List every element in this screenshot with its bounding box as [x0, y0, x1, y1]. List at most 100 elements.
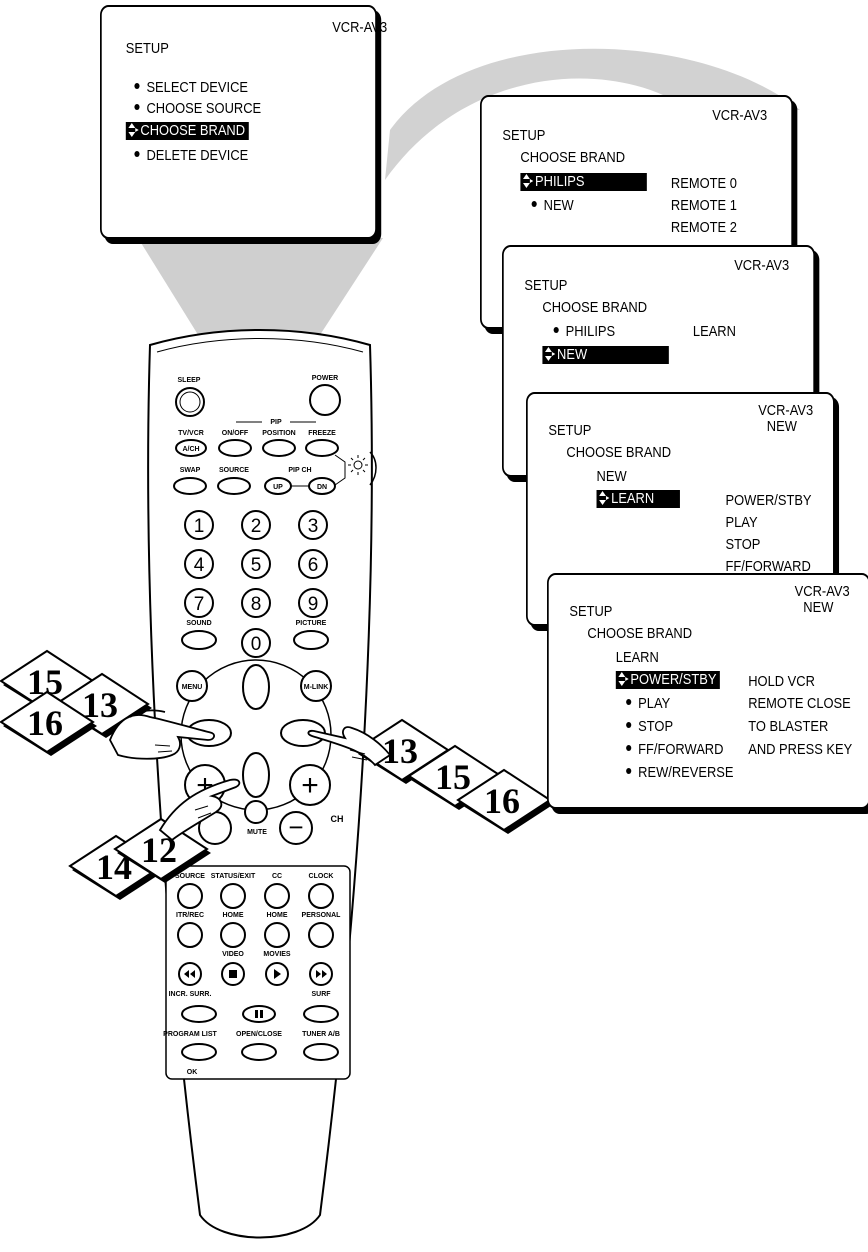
function-button[interactable]: [264, 883, 290, 909]
instruction-line: HOLD VCR: [748, 673, 815, 690]
position-label: POSITION: [262, 430, 295, 437]
digit-label: 8: [251, 594, 262, 615]
menu-item[interactable]: SELECT DEVICE: [134, 79, 248, 97]
function-button[interactable]: [308, 883, 334, 909]
menu-item[interactable]: CHOOSE SOURCE: [134, 100, 261, 118]
menu-label: MENU: [182, 684, 203, 691]
open-close-button[interactable]: [241, 1043, 277, 1061]
pip-label: PIP: [270, 419, 282, 426]
digit-6-button[interactable]: [298, 549, 328, 579]
digit-5-button[interactable]: [241, 549, 271, 579]
screen-subtitle-2: LEARN: [615, 649, 659, 666]
pause-button[interactable]: [242, 1005, 276, 1023]
fast-forward-icon: [316, 970, 327, 978]
power-button[interactable]: [309, 384, 341, 416]
digit-label: 1: [194, 516, 205, 537]
function-button[interactable]: [177, 883, 203, 909]
source-button[interactable]: [217, 477, 251, 495]
up-down-arrow-icon: [599, 491, 610, 505]
menu-item[interactable]: DELETE DEVICE: [134, 147, 248, 165]
pipch-label: PIP CH: [288, 467, 311, 474]
digit-3-button[interactable]: [298, 510, 328, 540]
program-list-button[interactable]: [181, 1043, 217, 1061]
device-tag: VCR-AV3: [758, 402, 814, 419]
cursor-up-button[interactable]: [242, 664, 270, 710]
screen-subtitle: CHOOSE BRAND: [520, 149, 626, 166]
digit-4-button[interactable]: [184, 549, 214, 579]
key-selected[interactable]: POWER/STBY: [615, 671, 720, 689]
step-number-diamond: 16: [0, 690, 97, 756]
instruction-line: REMOTE CLOSE: [748, 695, 851, 712]
swap-button[interactable]: [173, 477, 207, 495]
digit-label: 6: [308, 555, 319, 576]
instruction-line: TO BLASTER: [748, 718, 829, 735]
lower-button-label: PERSONAL: [302, 912, 342, 919]
incr-surr-button[interactable]: [181, 1005, 217, 1023]
function-button[interactable]: [264, 922, 290, 948]
minus-icon: −: [288, 812, 303, 842]
remote-option: REMOTE 2: [670, 219, 737, 236]
key-item[interactable]: FF/FORWARD: [626, 741, 723, 759]
digit-7-button[interactable]: [184, 588, 214, 618]
freeze-button[interactable]: [305, 439, 339, 457]
digit-9-button[interactable]: [298, 588, 328, 618]
key-item[interactable]: STOP: [626, 718, 673, 736]
tuner-ab-button[interactable]: [303, 1043, 339, 1061]
play-icon: [274, 969, 281, 979]
channel-up-button[interactable]: [289, 764, 331, 806]
brand-item[interactable]: NEW: [531, 197, 574, 215]
setup-menu-screen: VCR-AV3 SETUP SELECT DEVICE CHOOSE SOURC…: [100, 5, 387, 239]
learn-option: LEARN: [692, 323, 736, 340]
function-button[interactable]: [177, 922, 203, 948]
lower-button-label: VIDEO: [222, 951, 244, 958]
lower-button-label: TUNER A/B: [302, 1031, 340, 1038]
brand-selected[interactable]: NEW: [542, 346, 669, 364]
lower-button-label: OK: [187, 1069, 198, 1076]
device-tag: VCR-AV3: [794, 583, 850, 600]
pip-position-button[interactable]: [262, 439, 296, 457]
up-down-arrow-icon: [545, 347, 556, 361]
up-down-arrow-icon: [523, 174, 534, 188]
learn-selected[interactable]: LEARN: [596, 490, 680, 508]
screen-title: SETUP: [502, 127, 546, 144]
function-button[interactable]: [220, 883, 246, 909]
digit-8-button[interactable]: [241, 588, 271, 618]
brand-item[interactable]: PHILIPS: [553, 323, 615, 341]
mlink-label: M-LINK: [304, 684, 329, 691]
tvvcr-label: TV/VCR: [178, 430, 204, 437]
ach-label: A/CH: [182, 446, 199, 453]
sound-button[interactable]: [181, 630, 217, 650]
surf-button[interactable]: [303, 1005, 339, 1023]
lower-button-label: HOME: [267, 912, 288, 919]
digit-2-button[interactable]: [241, 510, 271, 540]
lower-button-label: STATUS/EXIT: [211, 873, 256, 880]
digit-1-button[interactable]: [184, 510, 214, 540]
mute-button[interactable]: [244, 800, 268, 824]
brand-selected[interactable]: PHILIPS: [520, 173, 647, 191]
digit-label: 9: [308, 594, 319, 615]
stop-icon: [229, 970, 237, 978]
key-option: FF/FORWARD: [725, 558, 811, 575]
key-item[interactable]: REW/REVERSE: [626, 764, 733, 782]
digit-0-button[interactable]: [241, 628, 271, 658]
function-button[interactable]: [308, 922, 334, 948]
picture-button[interactable]: [293, 630, 329, 650]
channel-down-button[interactable]: [279, 811, 313, 845]
pip-onoff-button[interactable]: [218, 439, 252, 457]
key-item[interactable]: PLAY: [626, 695, 670, 713]
step-number: 16: [484, 781, 520, 821]
lower-button-label: SOURCE: [175, 873, 205, 880]
tvvcr-button[interactable]: [175, 439, 207, 457]
menu-item-selected[interactable]: CHOOSE BRAND: [125, 122, 249, 140]
function-button[interactable]: [220, 922, 246, 948]
lower-button-label: SURF: [311, 991, 331, 998]
sound-label: SOUND: [186, 620, 211, 627]
cursor-down-button[interactable]: [242, 752, 270, 798]
ch-label: CH: [331, 814, 344, 824]
digit-label: 2: [251, 516, 262, 537]
screen-title: SETUP: [125, 40, 169, 57]
menu-button[interactable]: [176, 670, 208, 702]
mlink-button[interactable]: [300, 670, 332, 702]
